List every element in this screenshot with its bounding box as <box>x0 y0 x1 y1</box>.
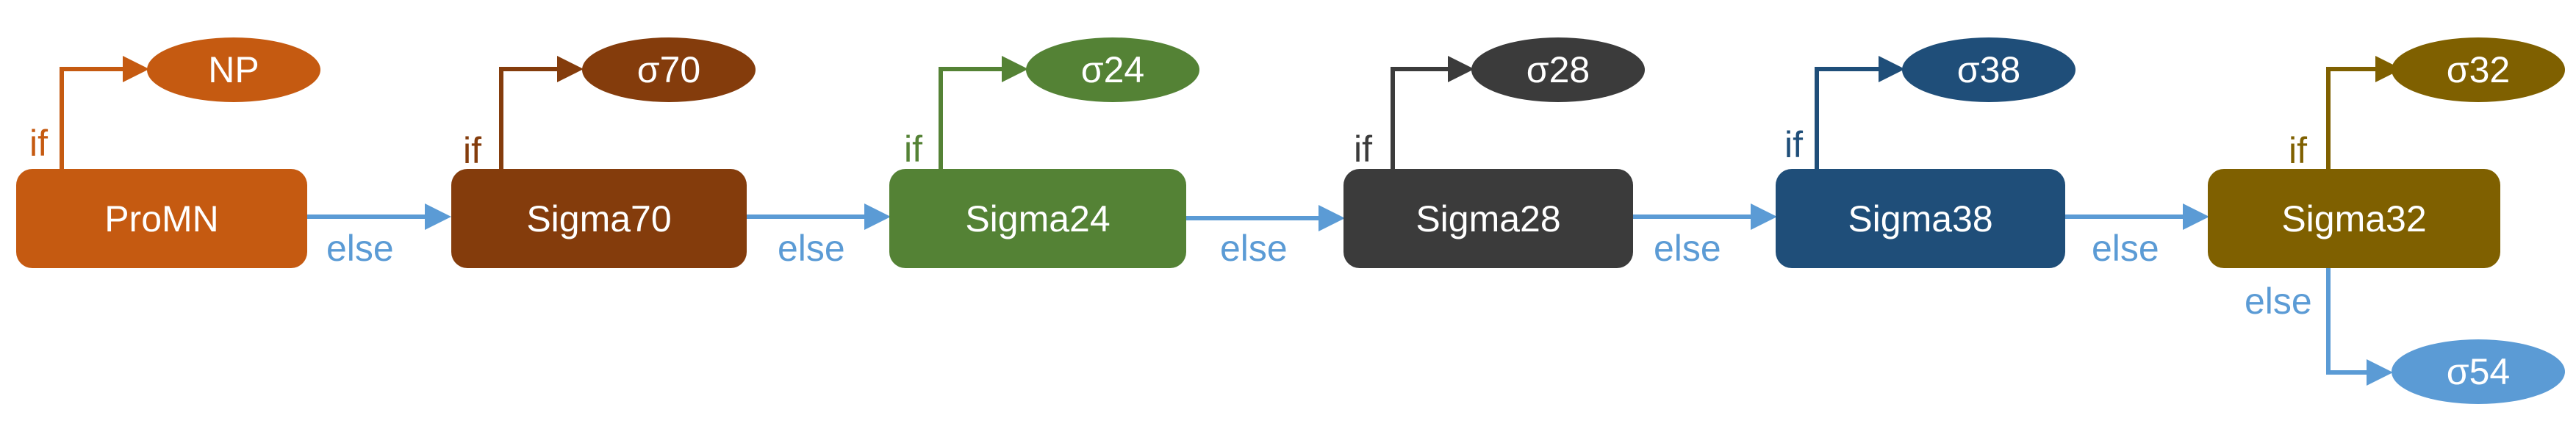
else-label-sigma70: else <box>778 228 845 269</box>
if-arrow-sigma70 <box>499 56 584 169</box>
if-label-sigma70: if <box>463 130 481 171</box>
outcome-sigma24: σ24 <box>1026 37 1199 102</box>
outcome-sigma70: σ70 <box>582 37 756 102</box>
else-label-sigma24: else <box>1220 228 1288 269</box>
outcome-sigma38: σ38 <box>1902 37 2075 102</box>
outcome-np: NP <box>147 37 320 102</box>
outcome-sigma28: σ28 <box>1471 37 1645 102</box>
node-sigma24: Sigma24 <box>889 169 1186 268</box>
if-label-sigma28: if <box>1354 129 1372 170</box>
node-sigma70: Sigma70 <box>451 169 747 268</box>
if-arrow-sigma24 <box>939 56 1028 169</box>
else-label-sigma32: else <box>2245 281 2312 322</box>
outcome-sigma32: σ32 <box>2392 37 2565 102</box>
outcome-sigma54: σ54 <box>2392 339 2565 404</box>
else-arrow-sigma32-sigma54 <box>2326 268 2393 386</box>
else-label-promn: else <box>326 228 394 269</box>
if-arrow-sigma32 <box>2326 56 2402 169</box>
if-arrow-sigma28 <box>1391 56 1474 169</box>
else-label-sigma38: else <box>2092 228 2159 269</box>
node-promn: ProMN <box>16 169 307 268</box>
node-sigma28: Sigma28 <box>1343 169 1633 268</box>
node-sigma38: Sigma38 <box>1776 169 2065 268</box>
if-label-sigma38: if <box>1784 124 1803 165</box>
node-sigma32: Sigma32 <box>2208 169 2500 268</box>
if-arrow-promn <box>60 56 149 169</box>
if-label-sigma32: if <box>2289 130 2307 171</box>
else-label-sigma28: else <box>1654 228 1721 269</box>
if-label-sigma24: if <box>904 129 922 170</box>
if-label-promn: if <box>29 123 48 164</box>
if-arrow-sigma38 <box>1815 56 1905 169</box>
